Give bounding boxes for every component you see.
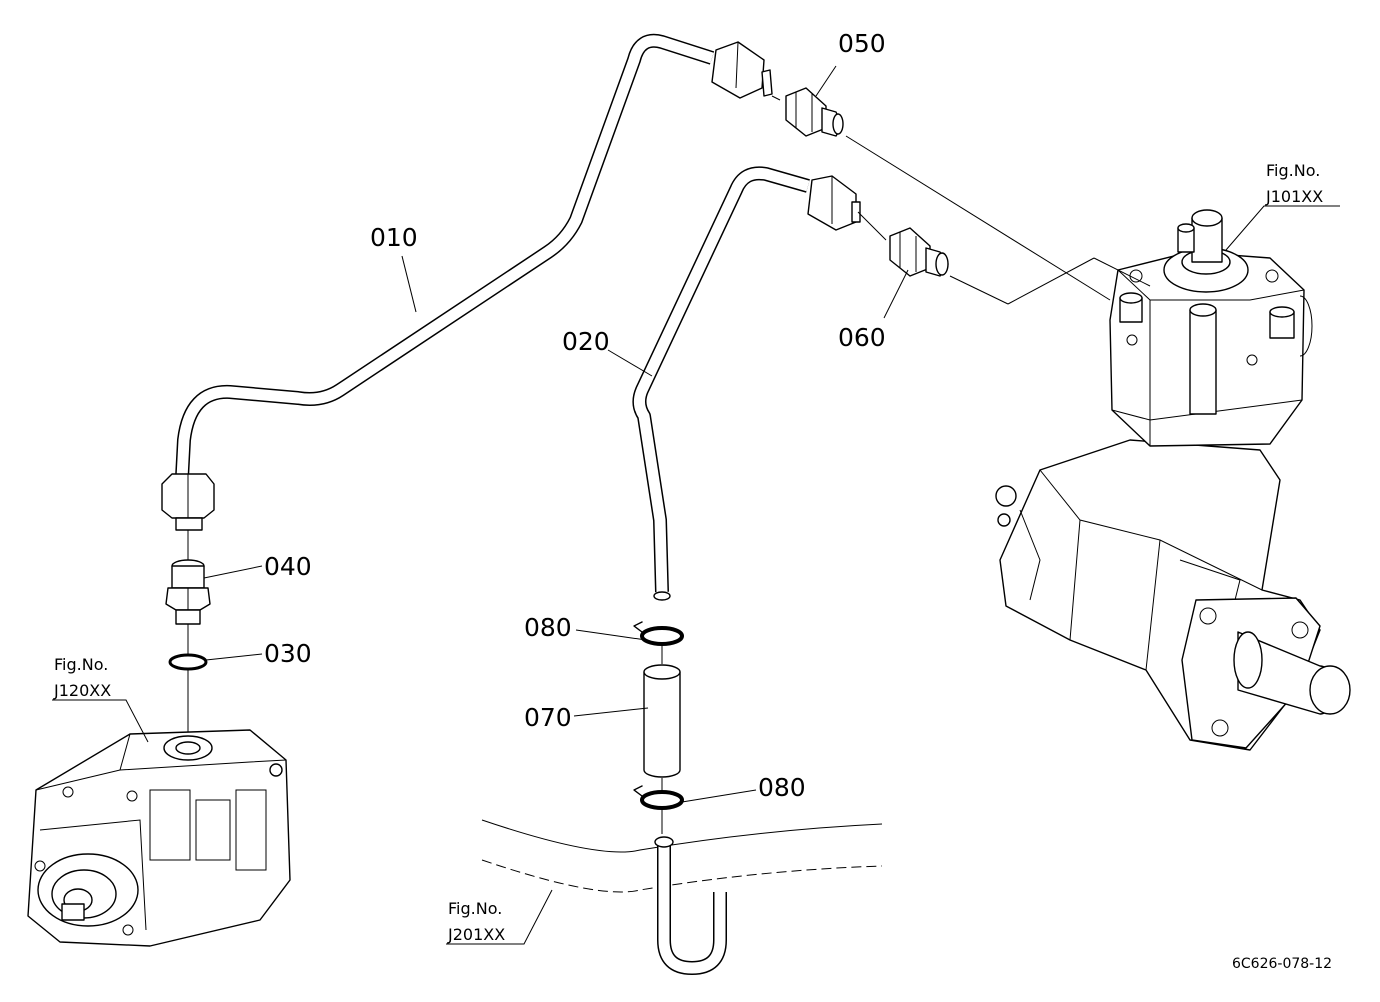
callout-010: 010 (370, 223, 418, 252)
fig-ref-j120-label: Fig.No. (54, 655, 108, 674)
fig-ref-j101-label: Fig.No. (1266, 161, 1320, 180)
fig-ref-j101-code: J101XX (1265, 187, 1323, 206)
callout-050: 050 (838, 29, 886, 58)
o-ring-030 (168, 624, 208, 742)
fitting-060 (889, 227, 949, 277)
fitting-050 (785, 87, 844, 137)
leader-lines (52, 65, 1340, 945)
tank-outline (481, 819, 883, 975)
callout-080-upper: 080 (524, 613, 572, 642)
fig-ref-j201-label: Fig.No. (448, 899, 502, 918)
callout-040: 040 (264, 552, 312, 581)
fitting-040 (165, 530, 211, 625)
hose-070 (643, 646, 681, 778)
fig-ref-j120-code: J120XX (53, 681, 111, 700)
figure-references: Fig.No. J101XX Fig.No. J120XX Fig.No. J2… (53, 161, 1323, 944)
callout-030: 030 (264, 639, 312, 668)
steering-unit-j101 (995, 209, 1351, 751)
drawing-code: 6C626-078-12 (1232, 956, 1332, 972)
hose-clamp-080-upper (633, 621, 684, 646)
callout-labels: 010 020 040 030 050 060 080 070 080 (264, 29, 886, 802)
callout-020: 020 (562, 327, 610, 356)
pipe-010 (161, 33, 773, 531)
callout-070: 070 (524, 703, 572, 732)
hose-clamp-080-lower (633, 778, 684, 834)
pipe-020 (632, 166, 861, 601)
fig-ref-j201-code: J201XX (447, 925, 505, 944)
callout-080-lower: 080 (758, 773, 806, 802)
hydraulic-pump-j120 (27, 729, 291, 947)
callout-060: 060 (838, 323, 886, 352)
